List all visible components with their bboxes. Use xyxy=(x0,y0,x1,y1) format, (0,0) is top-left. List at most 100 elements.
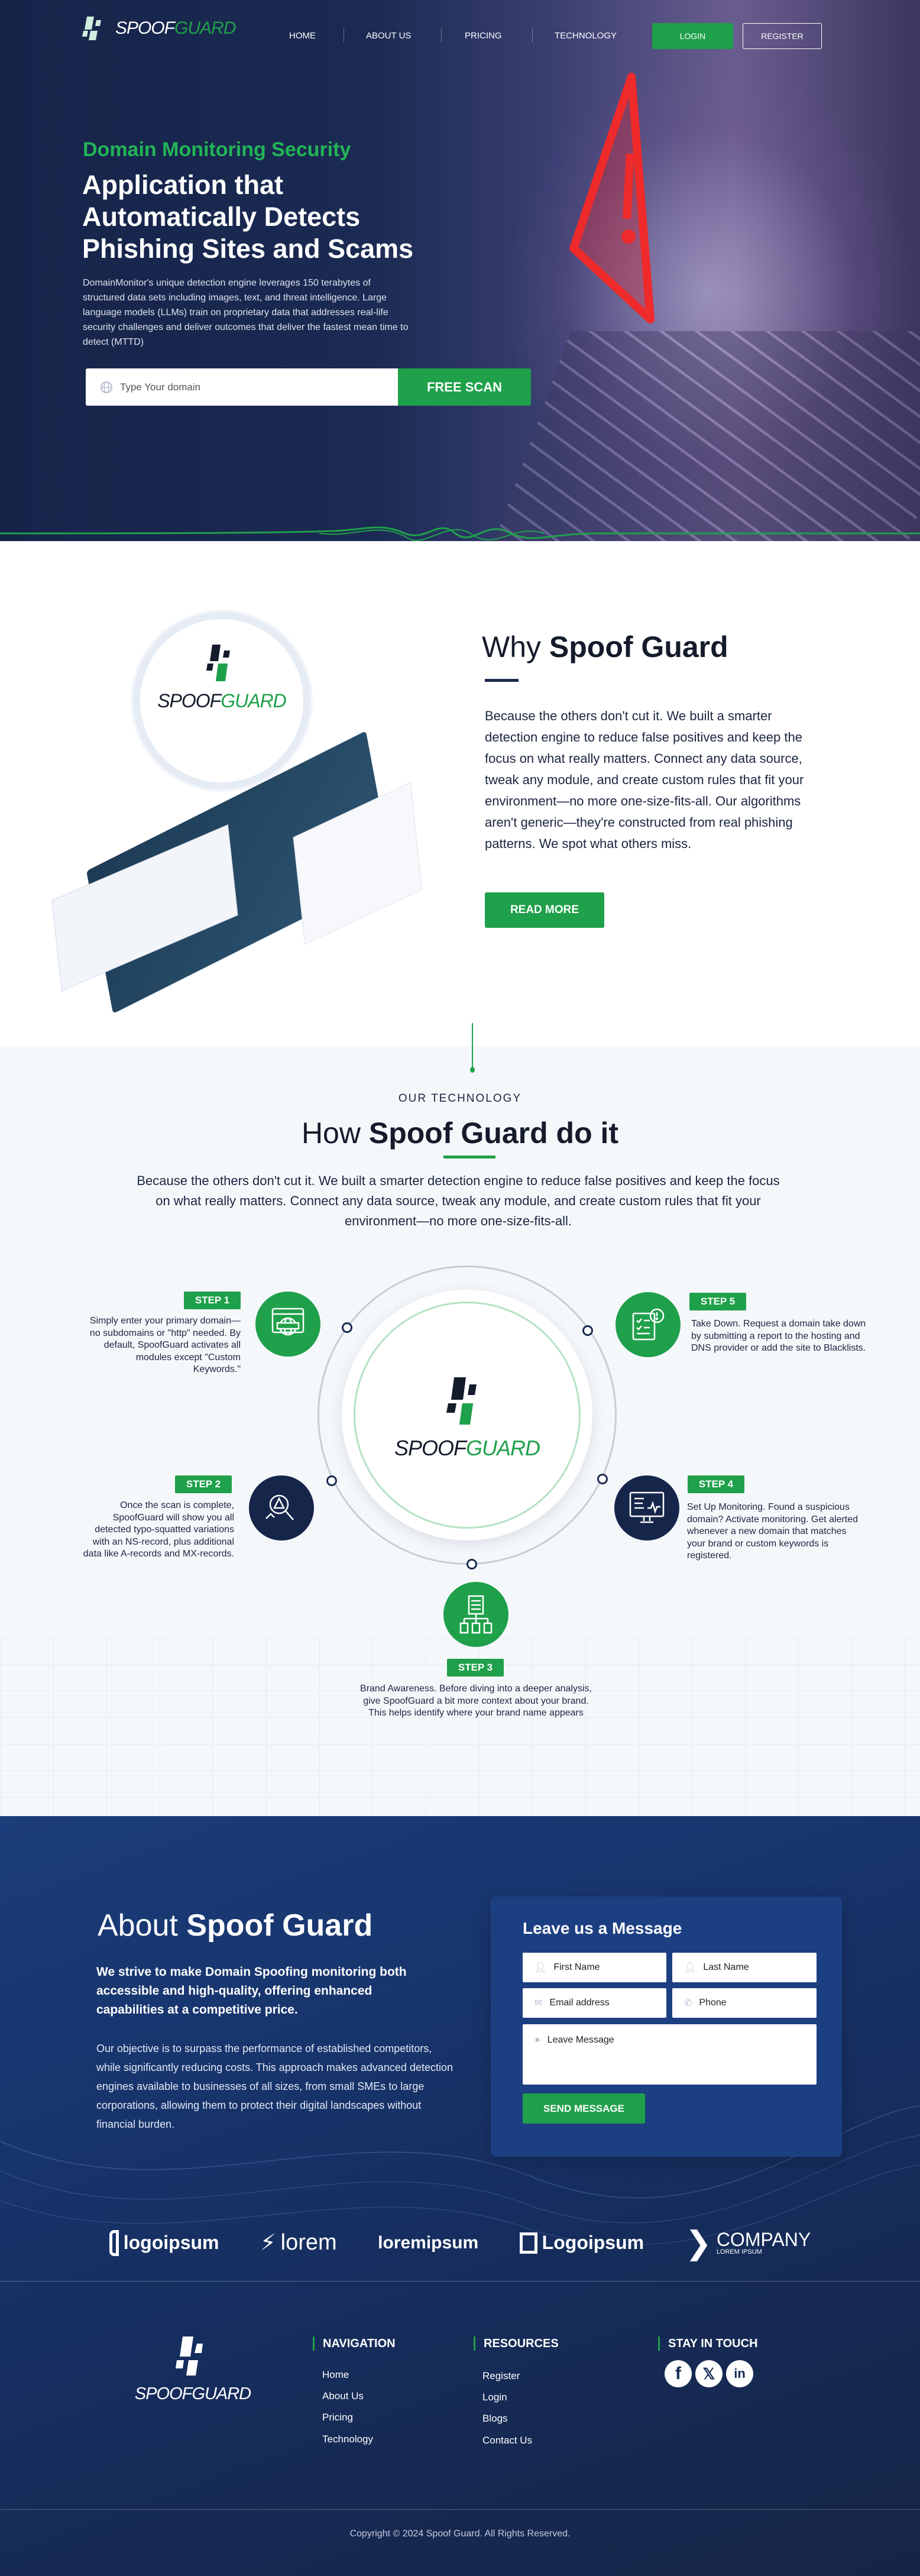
warning-triangle-icon xyxy=(569,73,655,323)
step-text: Once the scan is complete, SpoofGuard wi… xyxy=(83,1500,234,1559)
nav-pricing[interactable]: PRICING xyxy=(465,31,502,41)
orbit-dot xyxy=(326,1475,337,1486)
why-section: SPOOFGUARD Why Spoof Guard Because the o… xyxy=(0,553,920,1047)
footer-nav-heading: NAVIGATION xyxy=(313,2336,396,2351)
footer-link-pricing[interactable]: Pricing xyxy=(322,2412,353,2423)
hero-background-image xyxy=(503,59,916,532)
domain-input[interactable]: Type Your domain xyxy=(86,368,398,406)
partner-logo: ⚡︎lorem xyxy=(260,2224,337,2261)
tech-title: How Spoof Guard do it xyxy=(0,1116,920,1150)
technology-section: OUR TECHNOLOGY How Spoof Guard do it Bec… xyxy=(0,1046,920,1816)
footer-link-technology[interactable]: Technology xyxy=(322,2433,374,2445)
linkedin-icon[interactable]: in xyxy=(726,2360,753,2387)
hero-eyebrow: Domain Monitoring Security xyxy=(83,138,351,161)
read-more-button[interactable]: READ MORE xyxy=(485,892,604,928)
hero-title-line: Automatically Detects xyxy=(82,202,361,232)
logo-mark-icon xyxy=(446,1377,477,1425)
step-badge: STEP 4 xyxy=(688,1475,744,1493)
chat-bubble-icon: ● xyxy=(534,2035,540,2045)
step-badge: STEP 5 xyxy=(689,1293,746,1310)
contact-form: Leave us a Message 👤︎First Name 👤︎Last N… xyxy=(491,1897,842,2157)
facebook-icon[interactable]: f xyxy=(665,2360,692,2387)
globe-icon xyxy=(101,381,112,393)
why-body: Because the others don't cut it. We buil… xyxy=(485,708,804,851)
x-icon[interactable]: 𝕏 xyxy=(695,2360,723,2387)
tech-body: Because the others don't cut it. We buil… xyxy=(137,1173,780,1228)
nav-technology[interactable]: TECHNOLOGY xyxy=(555,31,617,41)
logo-mark-icon xyxy=(206,645,230,681)
logo-text-spoof: SPOOF xyxy=(115,18,175,38)
phone-input[interactable]: ✆ Phone xyxy=(672,1988,817,2018)
tech-eyebrow: OUR TECHNOLOGY xyxy=(398,1092,522,1105)
partner-name: loremipsum xyxy=(378,2232,479,2253)
footer-link-home[interactable]: Home xyxy=(322,2369,349,2380)
partner-logo: logoipsum xyxy=(109,2224,219,2261)
footer-resources-heading: RESOURCES xyxy=(474,2336,559,2351)
register-button[interactable]: REGISTER xyxy=(743,23,822,49)
about-title: About Spoof Guard xyxy=(98,1908,372,1943)
partner-mark-icon xyxy=(109,2229,119,2256)
phone-icon: ✆ xyxy=(684,1998,692,2008)
logo-text-guard: GUARD xyxy=(174,18,236,38)
phone-placeholder: Phone xyxy=(699,1998,727,2008)
free-scan-button[interactable]: FREE SCAN xyxy=(398,368,531,406)
footer-logo[interactable]: SPOOFGUARD xyxy=(127,2336,258,2404)
first-name-placeholder: First Name xyxy=(553,1962,600,1972)
site-logo[interactable]: SPOOFGUARD xyxy=(82,17,236,40)
footer-link-register[interactable]: Register xyxy=(482,2370,520,2381)
email-placeholder: Email address xyxy=(549,1998,610,2008)
hero-title-line: Application that xyxy=(82,170,283,200)
partner-name: lorem xyxy=(280,2230,337,2255)
title-underline xyxy=(443,1156,495,1158)
message-textarea[interactable]: ● Leave Message xyxy=(523,2024,817,2085)
step-text: Set Up Monitoring. Found a suspicious do… xyxy=(687,1502,859,1561)
logo-mark-icon xyxy=(176,2336,203,2376)
why-logo: SPOOFGUARD xyxy=(151,645,293,712)
divider xyxy=(0,2509,920,2510)
login-button[interactable]: LOGIN xyxy=(652,23,733,49)
logo-mark-icon xyxy=(82,17,101,40)
tech-title-light: How xyxy=(301,1117,361,1150)
search-alert-icon xyxy=(249,1475,314,1541)
copyright-text: Copyright © 2024 Spoof Guard. All Rights… xyxy=(349,2529,571,2539)
nav-divider xyxy=(532,28,533,43)
envelope-icon: ✉ xyxy=(534,1998,543,2008)
message-placeholder: Leave Message xyxy=(547,2035,614,2045)
footer-link-contact-us[interactable]: Contact Us xyxy=(482,2435,533,2446)
nav-home[interactable]: HOME xyxy=(289,31,316,41)
orbit-dot xyxy=(597,1474,608,1484)
last-name-input[interactable]: 👤︎Last Name xyxy=(672,1953,817,1982)
about-section: About Spoof Guard We strive to make Doma… xyxy=(0,1816,920,2576)
user-icon: 👤︎ xyxy=(684,1963,697,1973)
connector-line xyxy=(472,1023,473,1069)
user-icon: 👤︎ xyxy=(534,1963,547,1973)
partner-name: logoipsum xyxy=(123,2232,219,2253)
tech-title-bold: Spoof Guard do it xyxy=(368,1117,619,1150)
email-input[interactable]: ✉ Email address xyxy=(523,1988,666,2018)
first-name-input[interactable]: 👤︎ First Name xyxy=(523,1953,666,1982)
monitor-chart-icon xyxy=(614,1475,679,1541)
title-underline xyxy=(485,679,519,682)
center-logo: SPOOFGUARD xyxy=(378,1377,556,1461)
why-title: Why Spoof Guard xyxy=(482,630,728,664)
step-text: Take Down. Request a domain take down by… xyxy=(691,1319,866,1353)
about-body: Our objective is to surpass the performa… xyxy=(96,2043,453,2130)
logo-text-spoof: SPOOF xyxy=(157,690,221,711)
why-title-bold: Spoof Guard xyxy=(549,630,728,664)
footer-link-login[interactable]: Login xyxy=(482,2391,507,2403)
nav-about-us[interactable]: ABOUT US xyxy=(366,31,412,41)
hero-section: SPOOFGUARD HOME ABOUT US PRICING TECHNOL… xyxy=(0,0,920,541)
why-title-light: Why xyxy=(482,630,541,664)
social-links: f 𝕏 in xyxy=(665,2360,753,2387)
footer-link-blogs[interactable]: Blogs xyxy=(482,2413,508,2424)
nav-divider xyxy=(441,28,442,43)
logo-text-spoof: SPOOF xyxy=(134,2384,193,2403)
send-message-button[interactable]: SEND MESSAGE xyxy=(523,2093,645,2124)
partner-name: COMPANY xyxy=(716,2229,811,2250)
step-badge: STEP 2 xyxy=(175,1475,232,1493)
footer-link-about-us[interactable]: About Us xyxy=(322,2390,364,2402)
partner-name: Logoipsum xyxy=(542,2232,644,2253)
partner-logo: Logoipsum xyxy=(519,2224,644,2261)
partner-logo: loremipsum xyxy=(378,2224,478,2261)
